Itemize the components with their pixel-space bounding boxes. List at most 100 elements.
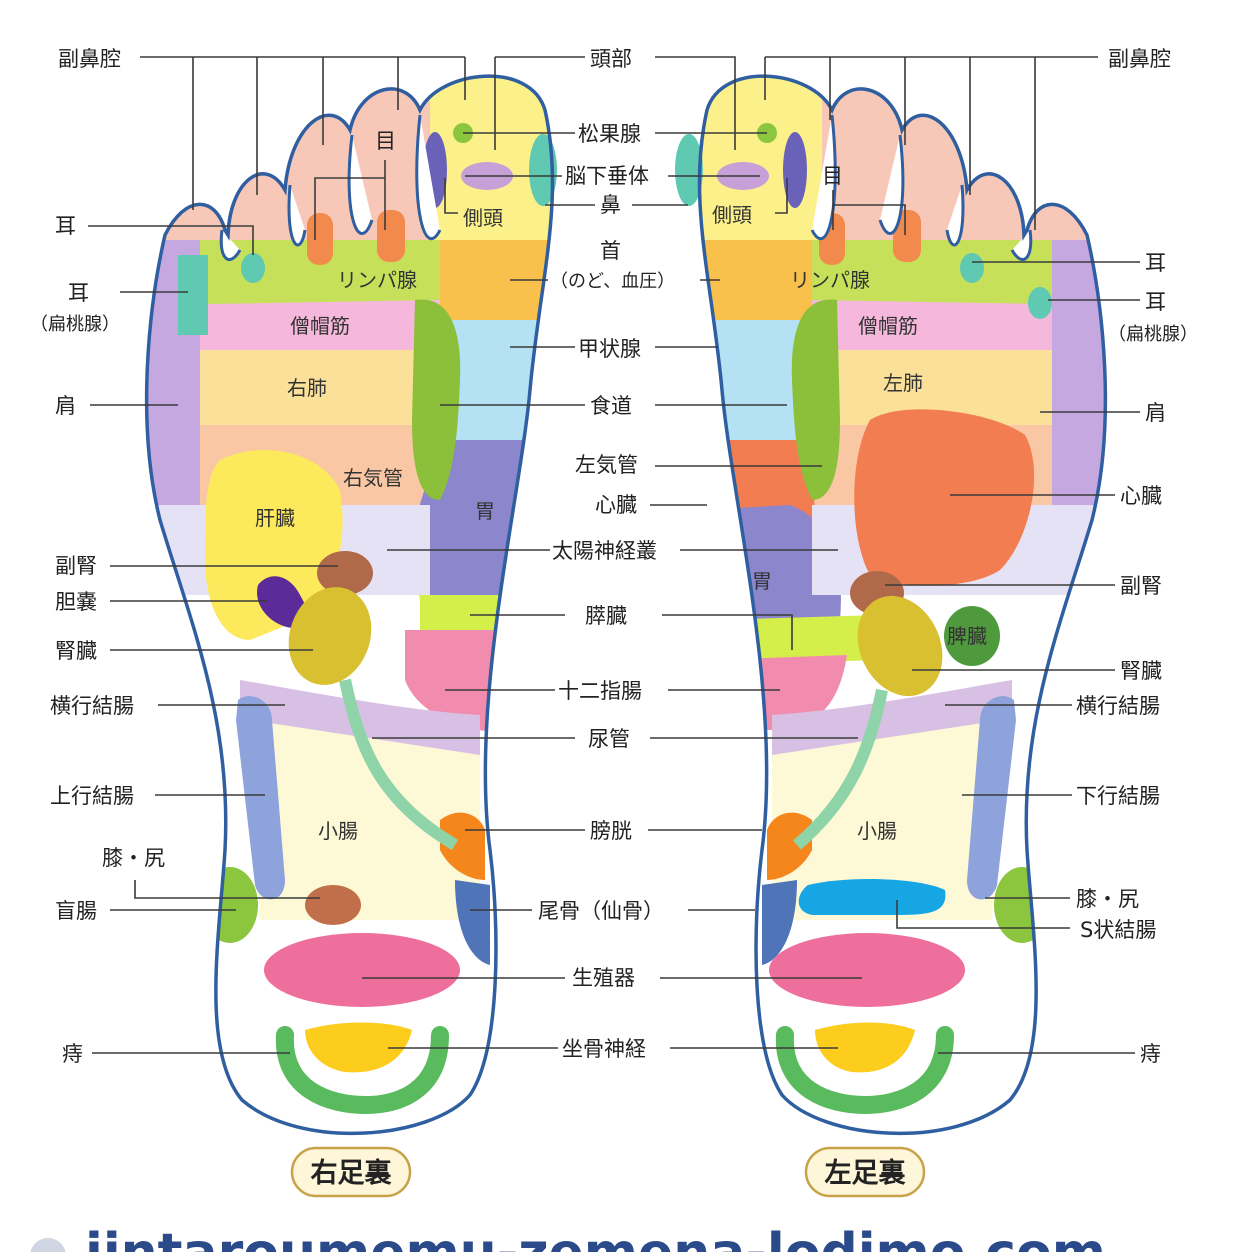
label-stomach-left: 胃 [752, 569, 772, 593]
left-coccyx-zone [762, 880, 797, 965]
label-transverse-colon-right: 横行結腸 [50, 694, 134, 718]
labels: 副鼻腔 頭部 副鼻腔 松果腺 脳下垂体 鼻 側頭 側頭 目 目 耳 耳 耳 （扁… [30, 47, 1198, 1066]
label-trapezius-right: 僧帽筋 [290, 314, 350, 338]
label-heart-left-foot: 心臓 [1120, 484, 1162, 508]
right-esophagus-zone [412, 299, 461, 500]
label-tonsil-sub-left: （扁桃腺） [1108, 324, 1198, 345]
right-neck-zone [440, 240, 553, 330]
label-temporal-right: 側頭 [463, 206, 503, 230]
right-sole-title-text: 右足裏 [311, 1157, 393, 1189]
left-small-intestine-zone [772, 720, 1002, 920]
label-knee-hip-left-foot: 膝・尻 [1076, 887, 1139, 911]
right-toe-gap-3 [347, 134, 374, 235]
left-sole-title-badge [804, 1146, 926, 1198]
label-spleen: 脾臓 [947, 624, 987, 648]
right-sole-title-badge [290, 1146, 412, 1198]
right-lymph-zone [150, 240, 440, 310]
label-small-intestine-left: 小腸 [857, 819, 897, 843]
right-foot [144, 74, 557, 1136]
label-head: 頭部 [590, 47, 632, 71]
right-ear-tonsil-zone [178, 255, 208, 335]
left-transverse-colon-zone [772, 680, 1012, 760]
label-lymph-left: リンパ腺 [790, 268, 870, 292]
left-genitals-zone [769, 933, 965, 1007]
label-solar-plexus: 太陽神経叢 [552, 539, 657, 563]
right-coccyx-zone [455, 880, 490, 965]
left-sole-title: 左足裏 [804, 1146, 926, 1198]
right-ear-zone [241, 253, 265, 283]
right-toe-gap-2 [287, 184, 307, 247]
watermark-text: jintaroumemu-zemena-lodimo.com [83, 1223, 1106, 1252]
left-ureter-zone [793, 688, 888, 850]
left-descending-colon-zone [967, 696, 1016, 900]
left-bladder-zone [767, 812, 812, 880]
left-ear-zone [960, 253, 984, 283]
label-knee-hip-right-foot: 膝・尻 [102, 846, 165, 870]
label-sinus-left-foot: 副鼻腔 [1108, 47, 1171, 71]
label-gallbladder: 胆嚢 [55, 590, 97, 614]
left-toe-gap-4 [810, 114, 837, 241]
label-sigmoid: S状結腸 [1080, 918, 1156, 942]
label-bladder: 膀胱 [590, 819, 632, 843]
label-ear-left-foot: 耳 [1145, 251, 1166, 275]
right-ureter-zone [339, 678, 459, 851]
label-cecum: 盲腸 [55, 899, 97, 923]
label-sinus-right-foot: 副鼻腔 [58, 47, 121, 71]
left-nose-zone [675, 134, 703, 206]
left-toe-gap-2 [945, 184, 965, 247]
right-sole-title: 右足裏 [290, 1146, 412, 1198]
label-right-bronchus: 右気管 [343, 466, 403, 490]
label-sciatic: 坐骨神経 [562, 1037, 646, 1061]
left-foot-outline [697, 74, 1108, 1136]
left-esophagus-zone [791, 299, 840, 500]
right-knee-hip-zone [305, 885, 361, 925]
label-tonsil-sub-right: （扁桃腺） [30, 314, 120, 335]
right-eye-zone-2 [377, 210, 405, 262]
right-eye-zone-1 [307, 213, 333, 265]
watermark: jintaroumemu-zemena-lodimo.com [0, 1214, 1252, 1256]
label-temporal-left: 側頭 [712, 203, 752, 227]
right-trapezius-zone [150, 300, 440, 355]
left-trapezius-zone [812, 300, 1102, 355]
left-lymph-zone [812, 240, 1102, 310]
left-toe-gap-3 [878, 134, 905, 235]
label-left-lung: 左肺 [883, 371, 923, 395]
left-hemorrhoid-zone [775, 1026, 954, 1115]
label-eye-left: 目 [822, 164, 843, 188]
left-sigmoid-zone [798, 878, 946, 915]
label-neck: 首 [600, 239, 621, 263]
right-gallbladder-zone [257, 576, 308, 628]
label-kidney-right-foot: 腎臓 [55, 639, 97, 663]
label-right-lung: 右肺 [287, 376, 327, 400]
label-hemorrhoid-left-foot: 痔 [1140, 1042, 1161, 1066]
label-transverse-colon-left: 横行結腸 [1076, 694, 1160, 718]
label-hemorrhoid-right-foot: 痔 [62, 1042, 83, 1066]
right-adrenal-zone [317, 551, 373, 595]
label-stomach-right: 胃 [475, 499, 495, 523]
left-shoulder-zone [1052, 240, 1106, 520]
label-small-intestine-right: 小腸 [318, 819, 358, 843]
left-toe-gap-1 [1010, 229, 1033, 261]
label-coccyx: 尾骨（仙骨） [538, 899, 664, 923]
label-trapezius-left: 僧帽筋 [858, 314, 918, 338]
label-nose: 鼻 [600, 193, 621, 217]
left-kidney-zone [857, 595, 943, 697]
left-knee-hip-side-zone [994, 867, 1050, 943]
label-kidney-left-foot: 腎臓 [1120, 659, 1162, 683]
label-adrenal-left-foot: 副腎 [1120, 574, 1162, 598]
left-temporal-zone [783, 132, 807, 208]
right-knee-hip-side-zone [202, 867, 258, 943]
label-pituitary: 脳下垂体 [565, 164, 649, 188]
right-small-intestine-zone [250, 720, 480, 920]
label-shoulder-left-foot: 肩 [1145, 401, 1166, 425]
label-neck-sub: （のど、血圧） [550, 271, 675, 292]
label-ear-tonsil-left: 耳 [1145, 290, 1166, 314]
right-toe-gap-4 [415, 114, 442, 241]
left-eye-zone-2 [893, 210, 921, 262]
right-genitals-zone [264, 933, 460, 1007]
label-duodenum: 十二指腸 [558, 679, 642, 703]
label-pancreas: 膵臓 [585, 604, 627, 628]
label-lymph-right: リンパ腺 [337, 268, 417, 292]
label-ureter: 尿管 [588, 727, 630, 751]
